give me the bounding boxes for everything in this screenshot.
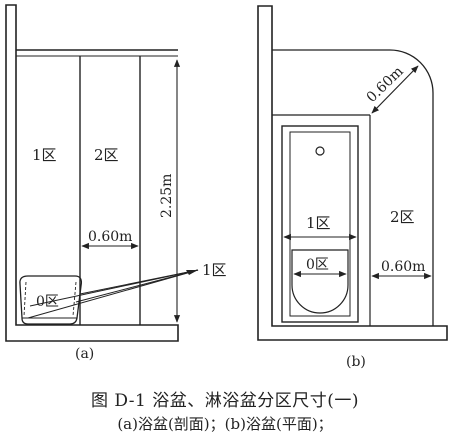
bathtub-plan xyxy=(281,125,359,323)
zone-1-label-a: 1区 xyxy=(32,146,57,164)
figure-subcaption: (a)浴盆(剖面)；(b)浴盆(平面)； xyxy=(117,415,333,433)
width-dimension-label-b: 0.60m xyxy=(381,259,425,275)
panel-a-sublabel: (a) xyxy=(75,346,94,362)
diag-dimension-line xyxy=(371,65,419,114)
width-dimension-label-a: 0.60m xyxy=(88,229,132,245)
panel-b-labels: 1区 0区 2区 0.60m 0.60m (b) xyxy=(306,63,425,370)
drain-icon xyxy=(315,146,325,156)
panel-a xyxy=(5,4,199,342)
panel-b-sublabel: (b) xyxy=(346,354,366,370)
zone-0-label-a: 0区 xyxy=(36,294,59,310)
panel-a-labels: 1区 2区 0区 1区 2.25m 0.60m (a) xyxy=(32,146,227,362)
pointer-line xyxy=(27,269,199,319)
zone-1-pointer-label: 1区 xyxy=(202,261,227,279)
panel-b xyxy=(257,5,448,341)
zone-0-label-b: 0区 xyxy=(306,257,329,273)
height-dimension-label: 2.25m xyxy=(159,174,175,218)
zone-1-label-b: 1区 xyxy=(306,214,331,232)
zone-2-boundary-b xyxy=(272,49,434,326)
figure-caption: 图 D-1 浴盆、淋浴盆分区尺寸(一) xyxy=(90,391,360,411)
zone-2-label-b: 2区 xyxy=(390,208,415,226)
wall-a xyxy=(5,4,179,342)
wall-b xyxy=(257,5,448,341)
zone-2-label-a: 2区 xyxy=(94,146,119,164)
